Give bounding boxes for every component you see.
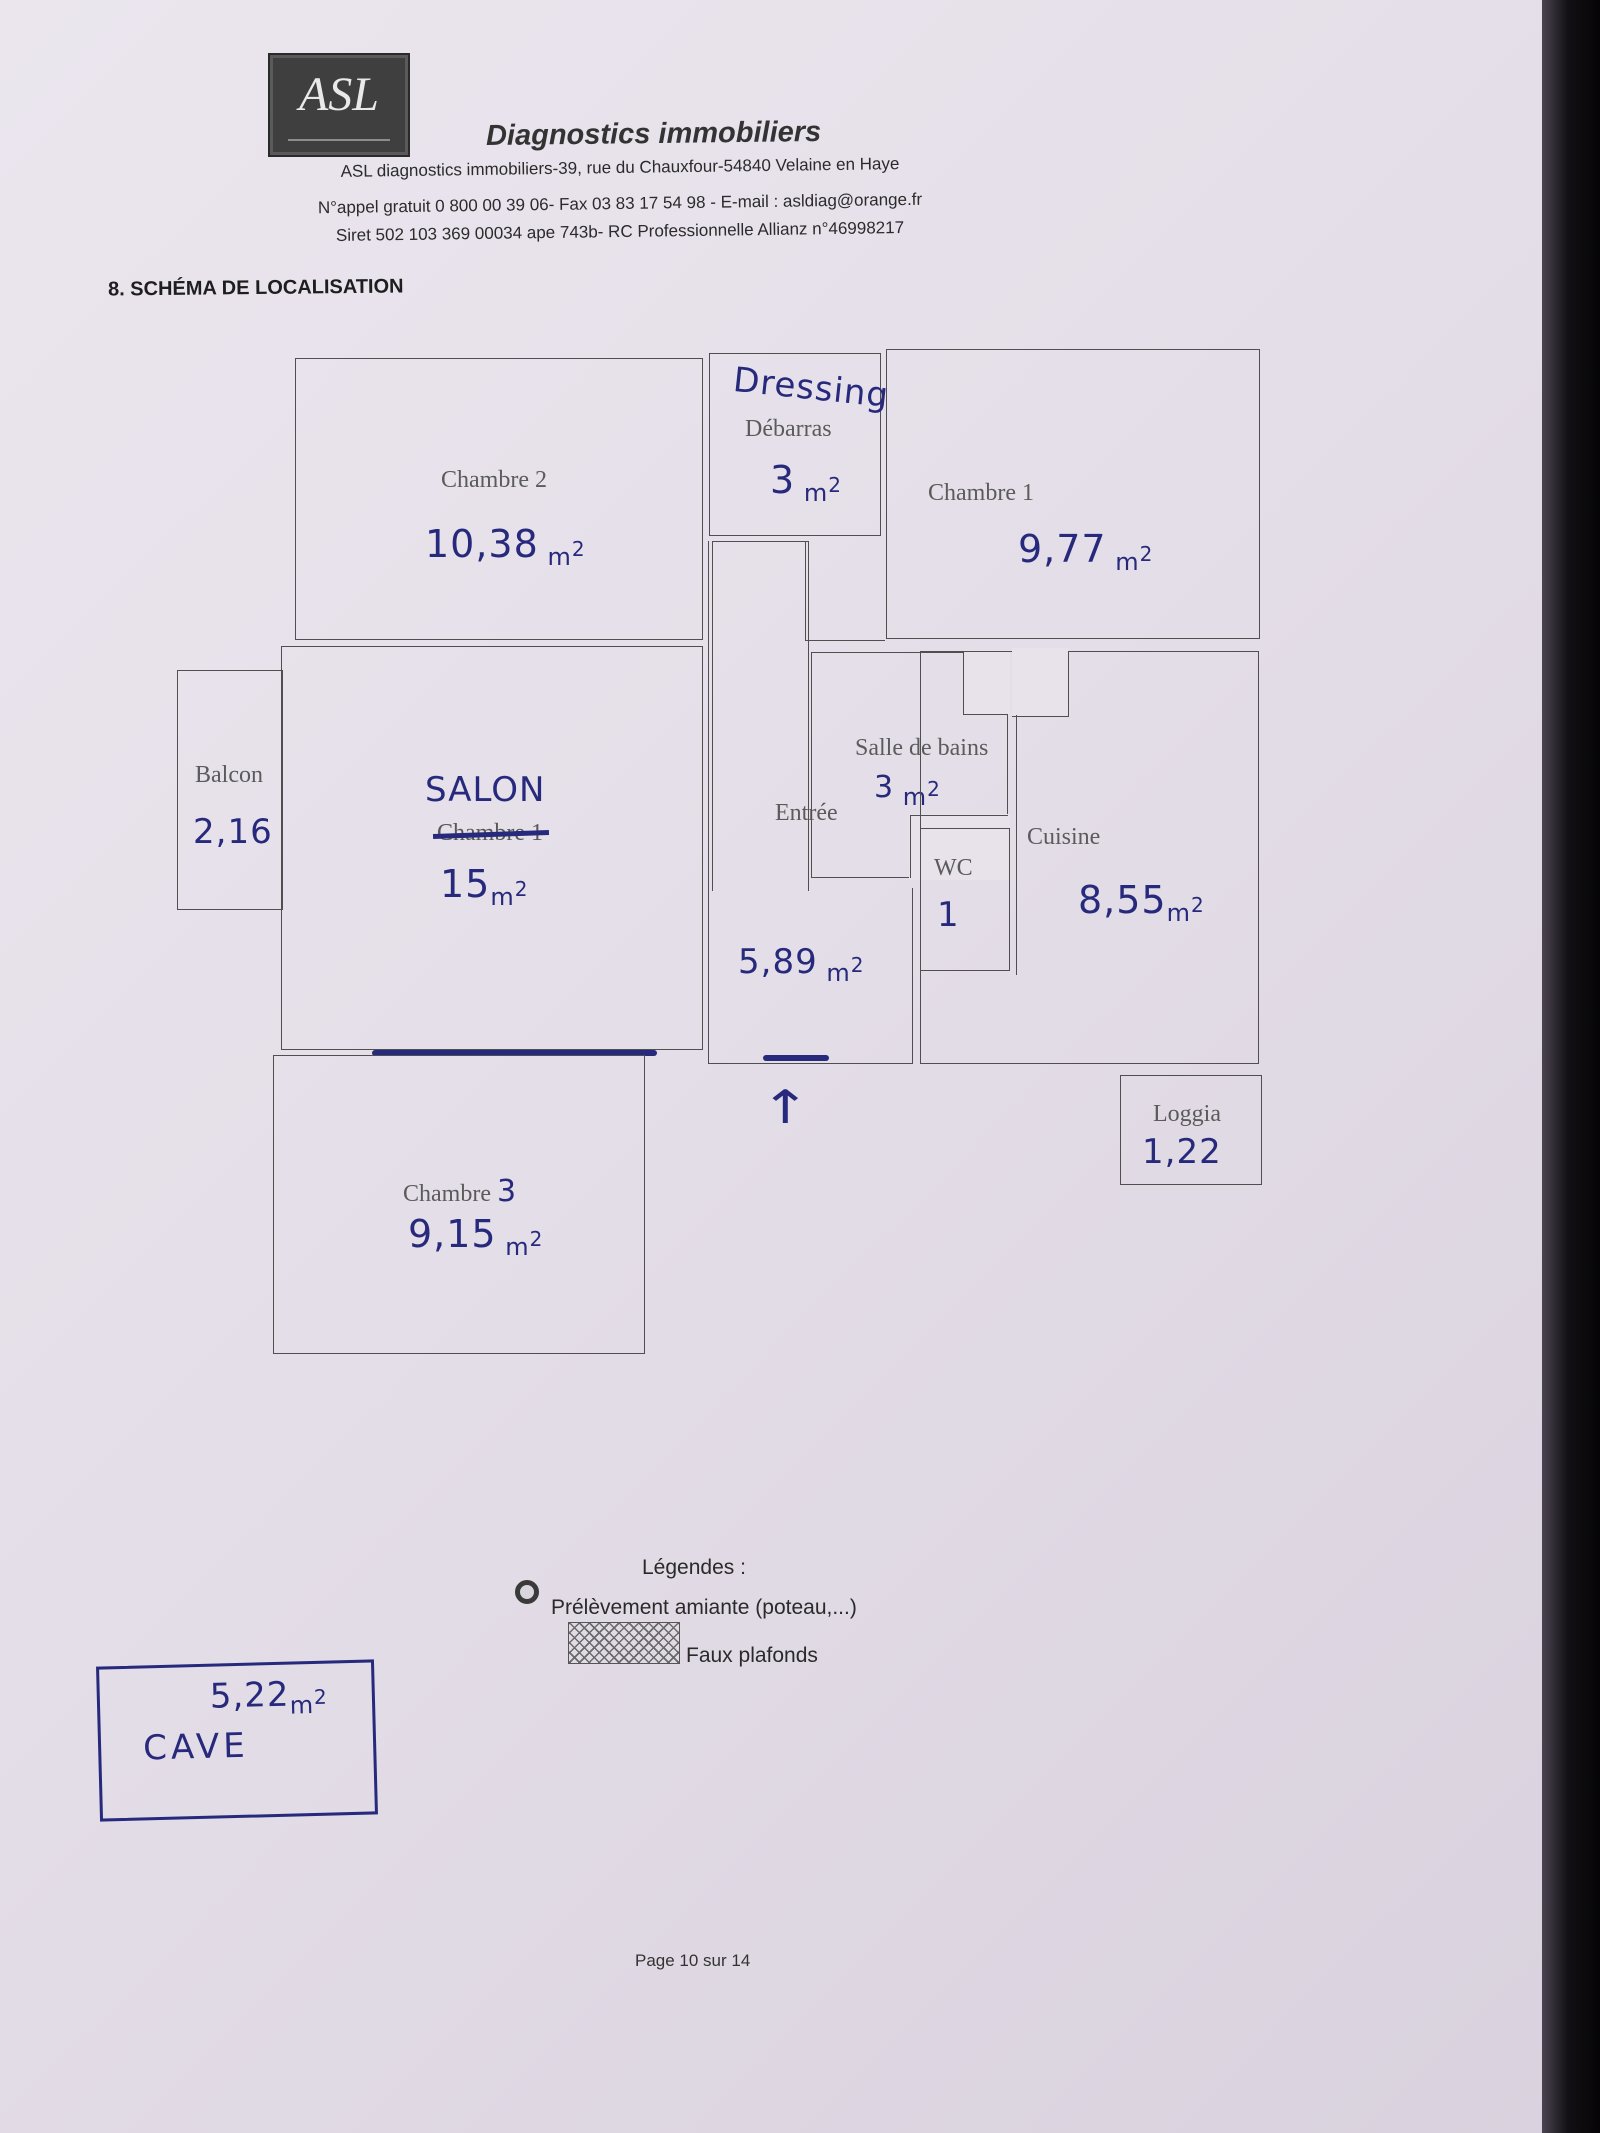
company-title: Diagnostics immobiliers (485, 115, 822, 153)
room-dressing (709, 353, 881, 536)
chambre-2-area: 10,38 m2 (425, 522, 586, 571)
cave-label: CAVE (142, 1725, 250, 1769)
legend-title: Légendes : (642, 1556, 746, 1579)
salon-struck-label: Chambre 1 (437, 820, 543, 846)
salon-area: 15m2 (440, 862, 529, 911)
balcon-area: 2,16 (193, 812, 273, 852)
hatch-pattern-icon (568, 1622, 680, 1664)
cuisine-label: Cuisine (1027, 824, 1101, 850)
hallway-wall-2 (805, 541, 885, 641)
entree-area: 5,89 m2 (738, 942, 865, 987)
contact-line: N°appel gratuit 0 800 00 39 06- Fax 03 8… (317, 189, 923, 218)
chambre-3-area: 9,15 m2 (408, 1212, 544, 1261)
page-number: Page 10 sur 14 (635, 1951, 751, 1970)
room-cuisine (920, 651, 1259, 1064)
siret-line: Siret 502 103 369 00034 ape 743b- RC Pro… (335, 218, 905, 245)
hallway-wall (712, 541, 809, 891)
salle-de-bains-notch-wall (963, 652, 1008, 715)
cuisine-notch-wall (1012, 651, 1069, 717)
salle-de-bains-notch-wall-2 (910, 815, 1008, 878)
legend-item-faux-plafonds: Faux plafonds (686, 1644, 818, 1667)
room-entree (708, 888, 913, 1064)
chambre-3-label: Chambre 3 (403, 1174, 518, 1209)
chambre-2-label: Chambre 2 (441, 467, 547, 493)
cuisine-left-wall (1016, 715, 1020, 975)
cave-area: 5,22m2 (209, 1674, 329, 1720)
wc-area: 1 (937, 895, 960, 935)
section-title: 8. SCHÉMA DE LOCALISATION (107, 275, 404, 301)
room-chambre-1 (886, 349, 1260, 639)
cave-box: 5,22m2 CAVE (96, 1659, 378, 1822)
room-chambre-2 (295, 358, 703, 640)
balcon-label: Balcon (195, 762, 263, 788)
logo-underline (288, 139, 390, 141)
chambre-1-area: 9,77 m2 (1018, 527, 1154, 576)
entree-left-wall (708, 541, 716, 891)
wc-label: WC (934, 855, 973, 881)
chambre-3-number: 3 (496, 1174, 518, 1209)
debarras-label: Débarras (745, 416, 832, 442)
cuisine-notch (1012, 648, 1069, 716)
page-edge (1542, 0, 1600, 2133)
dressing-area: 3 m2 (770, 458, 842, 507)
salon-door-mark (372, 1050, 657, 1056)
salon-handwritten: SALON (425, 770, 546, 810)
salle-de-bains-notch (964, 650, 1010, 714)
legend-item-prelevement: Prélèvement amiante (poteau,...) (551, 1596, 857, 1619)
logo-text: ASL (298, 68, 379, 121)
room-salon (281, 646, 703, 1050)
entrance-arrow-icon: ↑ (760, 1080, 812, 1134)
asl-logo: ASL (268, 53, 410, 157)
room-loggia (1120, 1075, 1262, 1185)
chambre-1-label: Chambre 1 (928, 480, 1034, 506)
salle-de-bains-notch-2 (909, 814, 1010, 880)
loggia-area: 1,22 (1142, 1132, 1222, 1172)
loggia-label: Loggia (1153, 1101, 1221, 1127)
circle-icon (515, 1580, 539, 1604)
room-chambre-3 (273, 1055, 645, 1354)
cuisine-area: 8,55m2 (1078, 878, 1205, 927)
entrance-door-mark (763, 1055, 829, 1061)
entree-label: Entrée (775, 800, 838, 826)
address-line: ASL diagnostics immobiliers-39, rue du C… (340, 154, 900, 181)
room-balcon (177, 670, 283, 910)
salle-de-bains-label: Salle de bains (855, 735, 989, 761)
